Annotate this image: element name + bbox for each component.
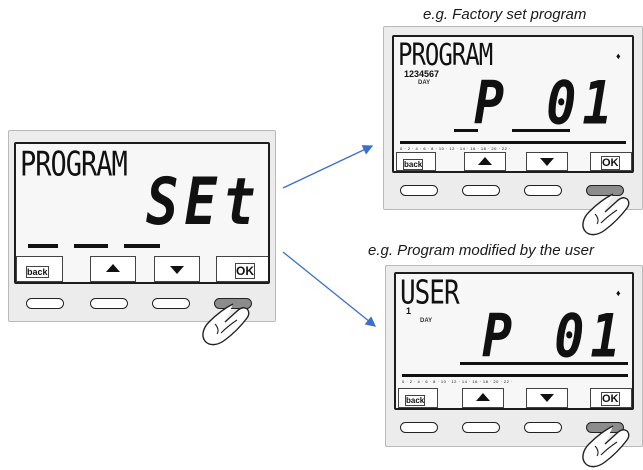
day-numbers: 1234567 xyxy=(404,69,440,79)
thermostat-left: PROGRAM SEt back OK xyxy=(8,130,276,322)
button-3[interactable] xyxy=(524,185,562,196)
softkey-back[interactable]: back xyxy=(16,256,63,282)
mode-text: USER xyxy=(400,274,460,312)
button-1[interactable] xyxy=(400,422,438,433)
softkey-ok[interactable]: OK xyxy=(216,256,268,282)
arrow-up-icon xyxy=(478,157,492,165)
hour-scale: 0 · 2 · 4 · 6 · 8 · 10 · 12 · 14 · 16 · … xyxy=(402,379,513,384)
softkey-back[interactable]: back xyxy=(398,388,438,408)
softkey-ok-label: OK xyxy=(601,156,620,170)
softkey-back-label: back xyxy=(403,159,424,170)
softkey-up[interactable] xyxy=(464,152,506,171)
big-display-text: SEt xyxy=(146,164,262,240)
dash-segment xyxy=(28,244,58,248)
flame-icon: ♦ xyxy=(616,288,621,298)
arrow-down-icon xyxy=(540,158,554,166)
day-label: DAY xyxy=(420,318,433,324)
softkey-up[interactable] xyxy=(462,388,504,408)
lcd-screen: USER 1 DAY ♦ P 01 0 · 2 · 4 · 6 · 8 · 10… xyxy=(394,272,634,410)
softkey-ok[interactable]: OK xyxy=(590,388,632,408)
mode-text: PROGRAM xyxy=(398,37,493,73)
softkey-back-label: back xyxy=(405,395,426,406)
hour-scale: 0 · 2 · 4 · 6 · 8 · 10 · 12 · 14 · 16 · … xyxy=(400,146,511,151)
softkey-ok-label: OK xyxy=(601,392,620,406)
schedule-bar-lower xyxy=(402,374,628,377)
softkey-back-label: back xyxy=(26,266,49,278)
softkey-down[interactable] xyxy=(154,256,200,282)
dash-segment xyxy=(74,244,108,248)
button-1[interactable] xyxy=(400,185,438,196)
button-3[interactable] xyxy=(152,298,190,309)
button-4[interactable] xyxy=(214,298,252,309)
thermostat-factory: PROGRAM 1234567 DAY ♦ P 01 0 · 2 · 4 · 6… xyxy=(383,26,643,210)
button-2[interactable] xyxy=(462,422,500,433)
mode-text: PROGRAM xyxy=(20,145,128,185)
dash-segment xyxy=(124,244,160,248)
schedule-bar-upper xyxy=(460,362,628,365)
softkey-back[interactable]: back xyxy=(396,152,436,171)
caption-factory-program: e.g. Factory set program xyxy=(423,6,587,23)
button-1[interactable] xyxy=(26,298,64,309)
softkey-ok[interactable]: OK xyxy=(590,152,632,171)
button-4[interactable] xyxy=(586,185,624,196)
thermostat-user: USER 1 DAY ♦ P 01 0 · 2 · 4 · 6 · 8 · 10… xyxy=(385,265,643,447)
flame-icon: ♦ xyxy=(616,51,621,61)
day-numbers: 1 xyxy=(406,306,412,316)
big-display-text: P 01 xyxy=(482,301,627,371)
caption-user-program: e.g. Program modified by the user xyxy=(368,242,594,259)
softkey-ok-label: OK xyxy=(235,263,255,279)
arrow-down-icon xyxy=(170,266,184,274)
lcd-screen: PROGRAM SEt back OK xyxy=(14,142,270,284)
softkey-down[interactable] xyxy=(526,388,568,408)
schedule-bar-lower xyxy=(400,141,626,144)
softkey-down[interactable] xyxy=(526,152,568,171)
big-display-text: P 01 xyxy=(474,68,619,138)
button-2[interactable] xyxy=(90,298,128,309)
arrow-down-icon xyxy=(540,394,554,402)
schedule-bar-upper xyxy=(454,129,478,132)
pointing-finger-icon xyxy=(582,193,630,236)
arrow-up-icon xyxy=(476,393,490,401)
pointing-finger-icon xyxy=(582,425,630,468)
lcd-screen: PROGRAM 1234567 DAY ♦ P 01 0 · 2 · 4 · 6… xyxy=(392,35,634,173)
day-label: DAY xyxy=(418,80,431,86)
button-3[interactable] xyxy=(524,422,562,433)
arrow-right-icon-up xyxy=(282,145,374,189)
arrow-up-icon xyxy=(106,264,120,272)
softkey-up[interactable] xyxy=(90,256,136,282)
schedule-bar-upper xyxy=(512,129,570,132)
button-2[interactable] xyxy=(462,185,500,196)
pointing-finger-icon xyxy=(202,303,250,346)
arrow-right-icon-down xyxy=(282,251,377,327)
